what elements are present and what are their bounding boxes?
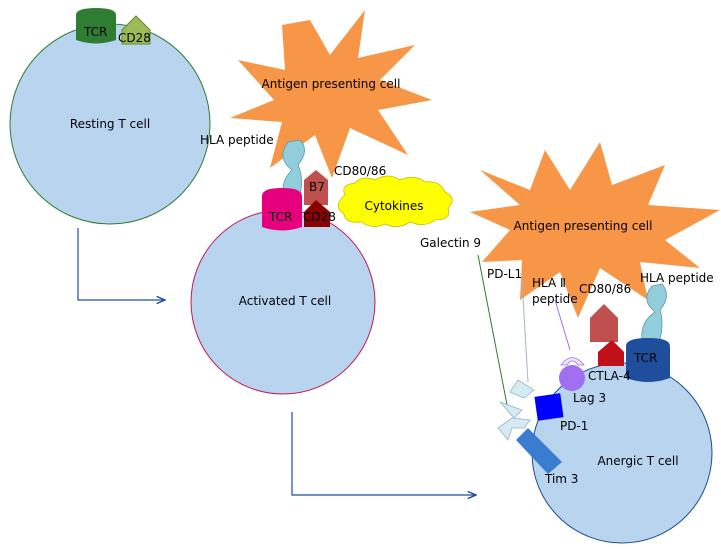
tim-3	[516, 428, 562, 474]
galectin-9-label: Galectin 9	[420, 236, 481, 250]
cd28-activated	[304, 200, 330, 227]
anergic-t-cell-label: Anergic T cell	[597, 454, 678, 468]
activated-t-cell-label: Activated T cell	[239, 294, 331, 308]
hla-ii-label: HLA Ⅱ	[532, 276, 566, 290]
b7-label: B7	[309, 180, 325, 194]
pd-1	[534, 393, 564, 421]
ctla-4-label: CTLA-4	[588, 369, 631, 383]
arrow-activated-to-anergic	[291, 412, 476, 495]
tcr-resting	[76, 8, 116, 44]
b7	[304, 170, 328, 205]
arrow-resting-to-activated	[77, 228, 165, 300]
cytokines-cloud	[337, 175, 453, 227]
cytokines-label: Cytokines	[364, 199, 423, 213]
cd28-resting-label: CD28	[118, 31, 151, 45]
tcr-resting-label: TCR	[83, 25, 107, 39]
pd-l1-stem	[521, 279, 529, 383]
hla-peptide-2-label: HLA peptide	[640, 271, 714, 285]
cd80-86-2-label: CD80/86	[579, 282, 631, 296]
galectin-9-ligand	[499, 401, 523, 419]
apc-1-label: Antigen presenting cell	[262, 77, 401, 91]
peptide-label: peptide	[532, 292, 578, 306]
antigen-presenting-cell-1	[230, 10, 432, 178]
resting-t-cell-label: Resting T cell	[70, 117, 150, 131]
hla-peptide-1-label: HLA peptide	[200, 133, 274, 147]
cd28-activated-label: CD28	[303, 210, 336, 224]
tcr-anergic-label: TCR	[633, 351, 657, 365]
cd28-resting	[121, 15, 151, 45]
hla-ii-cup	[560, 357, 585, 366]
cd80-86-1-label: CD80/86	[334, 164, 386, 178]
pd-l1-ligand	[509, 379, 535, 399]
lag-3	[559, 365, 585, 391]
cd80-86-2	[590, 304, 618, 342]
hla-peptide-1	[282, 139, 305, 196]
tcr-anergic	[626, 338, 670, 382]
anergic-t-cell	[531, 362, 713, 544]
tim-3-label: Tim 3	[544, 472, 578, 486]
pd-1-label: PD-1	[560, 419, 588, 433]
tim-3-cup	[497, 417, 531, 441]
tcr-activated	[262, 188, 302, 231]
tcr-activated-label: TCR	[268, 210, 292, 224]
lag-3-label: Lag 3	[573, 391, 606, 405]
hla-ii-stem	[554, 299, 571, 351]
galectin-9-stem	[477, 254, 509, 411]
pd-l1-label: PD-L1	[487, 267, 522, 281]
antigen-presenting-cell-2	[470, 142, 720, 318]
ctla-4	[598, 340, 624, 366]
apc-2-label: Antigen presenting cell	[514, 219, 653, 233]
